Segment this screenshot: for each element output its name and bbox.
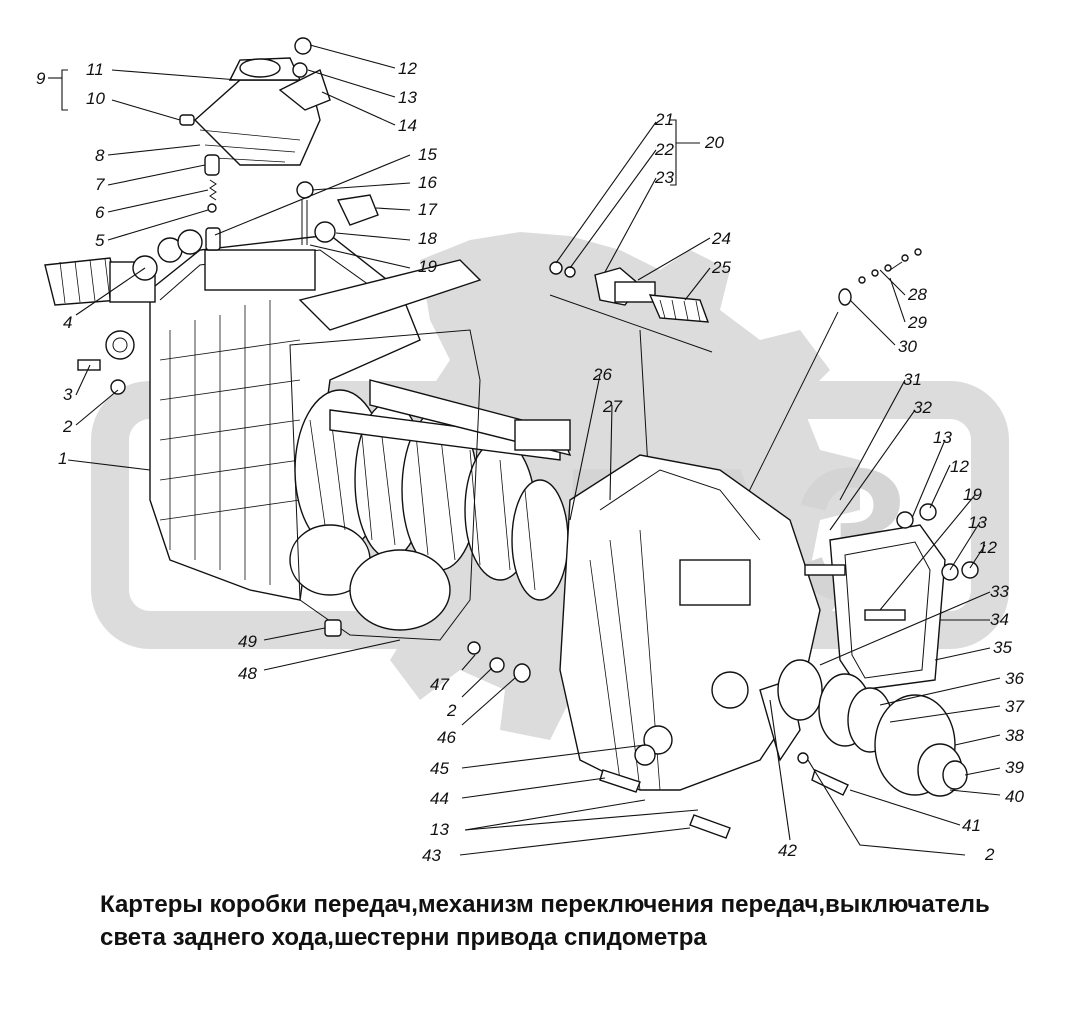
callout-35: 35 (993, 638, 1012, 657)
lower-bolts (467, 641, 731, 839)
detent-parts (77, 37, 379, 637)
speedometer-drive (549, 261, 839, 761)
gear-cluster (289, 379, 572, 631)
figure-caption: Картеры коробки передач,механизм переклю… (100, 891, 990, 951)
callout-22: 22 (654, 140, 674, 159)
callout-34: 34 (990, 610, 1009, 629)
callout-38: 38 (1005, 726, 1024, 745)
exploded-gearbox-diagram: ГАЗ (36, 37, 1024, 865)
callout-19b: 19 (963, 485, 982, 504)
callout-2a: 2 (62, 417, 73, 436)
shift-cover-assembly (193, 57, 331, 166)
callout-12b: 12 (950, 457, 969, 476)
callout-14: 14 (398, 116, 417, 135)
callout-29: 29 (907, 313, 927, 332)
output-flange (777, 503, 979, 797)
callout-13c: 13 (968, 513, 987, 532)
callout-30: 30 (898, 337, 917, 356)
callout-47: 47 (430, 675, 449, 694)
callout-13d: 13 (430, 820, 449, 839)
callout-10: 10 (86, 89, 105, 108)
callout-46: 46 (437, 728, 456, 747)
callout-31: 31 (903, 370, 922, 389)
callout-32: 32 (913, 398, 932, 417)
callout-19a: 19 (418, 257, 437, 276)
callout-7: 7 (95, 175, 105, 194)
callout-13a: 13 (398, 88, 417, 107)
callout-3: 3 (63, 385, 73, 404)
callout-43: 43 (422, 846, 441, 865)
callout-41: 41 (962, 816, 981, 835)
callout-6: 6 (95, 203, 105, 222)
callout-33: 33 (990, 582, 1009, 601)
callout-39: 39 (1005, 758, 1024, 777)
callout-36: 36 (1005, 669, 1024, 688)
callout-21: 21 (654, 110, 674, 129)
callout-27: 27 (602, 397, 622, 416)
callout-2c: 2 (984, 845, 995, 864)
callout-12a: 12 (398, 59, 417, 78)
gearbox-main-housing (105, 234, 482, 601)
callout-5: 5 (95, 231, 105, 250)
rear-housing (559, 454, 821, 791)
callout-23: 23 (654, 168, 674, 187)
callout-12c: 12 (978, 538, 997, 557)
callout-18: 18 (418, 229, 437, 248)
callout-15: 15 (418, 145, 437, 164)
callout-28: 28 (907, 285, 927, 304)
callout-11: 11 (86, 60, 104, 79)
callout-49: 49 (238, 632, 257, 651)
callout-labels: 9 11 10 8 7 6 5 4 3 2 1 12 13 14 15 16 1… (36, 59, 1024, 865)
callout-42: 42 (778, 841, 797, 860)
callout-20: 20 (704, 133, 724, 152)
callout-16: 16 (418, 173, 437, 192)
callout-26: 26 (592, 365, 612, 384)
callout-17: 17 (418, 200, 437, 219)
callout-8: 8 (95, 146, 105, 165)
callout-37: 37 (1005, 697, 1024, 716)
callout-1: 1 (58, 449, 67, 468)
leader-lines (48, 44, 1001, 856)
callout-24: 24 (711, 229, 731, 248)
gasket-48 (289, 329, 481, 641)
detent-balls (838, 248, 922, 306)
callout-25: 25 (711, 258, 731, 277)
callout-48: 48 (238, 664, 257, 683)
callout-45: 45 (430, 759, 449, 778)
callout-13b: 13 (933, 428, 952, 447)
callout-2b: 2 (446, 701, 457, 720)
callout-4: 4 (63, 313, 72, 332)
callout-44: 44 (430, 789, 449, 808)
callout-9: 9 (36, 69, 46, 88)
callout-40: 40 (1005, 787, 1024, 806)
